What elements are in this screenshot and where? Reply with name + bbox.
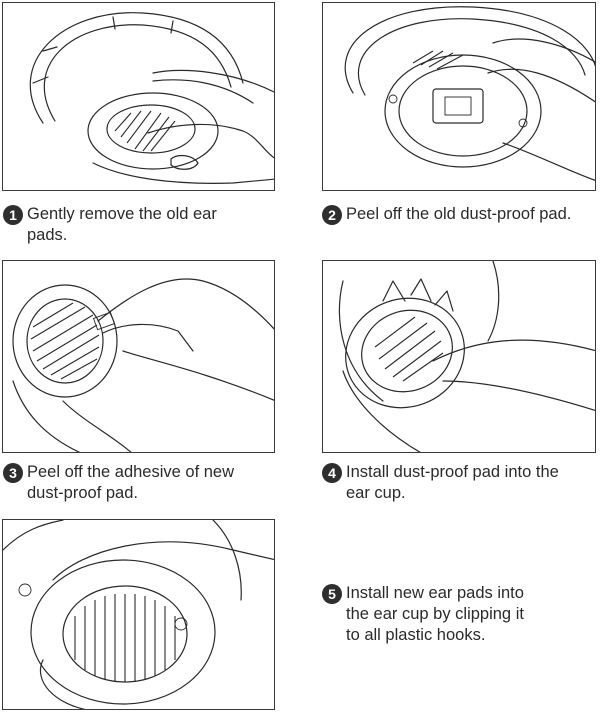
step-4: 4 Install dust-proof pad into the ear cu… bbox=[322, 462, 600, 504]
step-instruction: Install new ear pads into the ear cup by… bbox=[346, 584, 524, 644]
step-instruction: Install dust-proof pad into the ear cup. bbox=[346, 463, 559, 502]
illustration-step-1 bbox=[2, 2, 275, 191]
illustration-step-2 bbox=[322, 2, 596, 191]
step-number-badge: 2 bbox=[322, 205, 342, 225]
remove-ear-pad-drawing bbox=[29, 12, 274, 184]
illustration-step-5 bbox=[2, 519, 275, 710]
step-3: 3 Peel off the adhesive of new dust-proo… bbox=[3, 462, 293, 504]
install-dust-pad-drawing bbox=[338, 261, 595, 452]
illustration-step-3 bbox=[2, 260, 275, 453]
illustration-step-4 bbox=[322, 260, 596, 453]
peel-adhesive-drawing bbox=[12, 278, 274, 452]
step-instruction: Peel off the adhesive of new dust-proof … bbox=[27, 463, 235, 502]
step-number-badge: 4 bbox=[322, 463, 342, 483]
peel-dust-pad-drawing bbox=[344, 6, 595, 181]
step-5: 5 Install new ear pads into the ear cup … bbox=[322, 583, 600, 646]
install-ear-pad-drawing bbox=[3, 520, 274, 709]
step-1: 1 Gently remove the old ear pads. bbox=[3, 204, 283, 246]
step-instruction: Gently remove the old ear pads. bbox=[27, 205, 217, 244]
step-number-badge: 1 bbox=[3, 205, 23, 225]
step-number-badge: 5 bbox=[322, 584, 342, 604]
step-instruction: Peel off the old dust-proof pad. bbox=[346, 205, 572, 223]
step-2: 2 Peel off the old dust-proof pad. bbox=[322, 204, 600, 225]
step-number-badge: 3 bbox=[3, 463, 23, 483]
